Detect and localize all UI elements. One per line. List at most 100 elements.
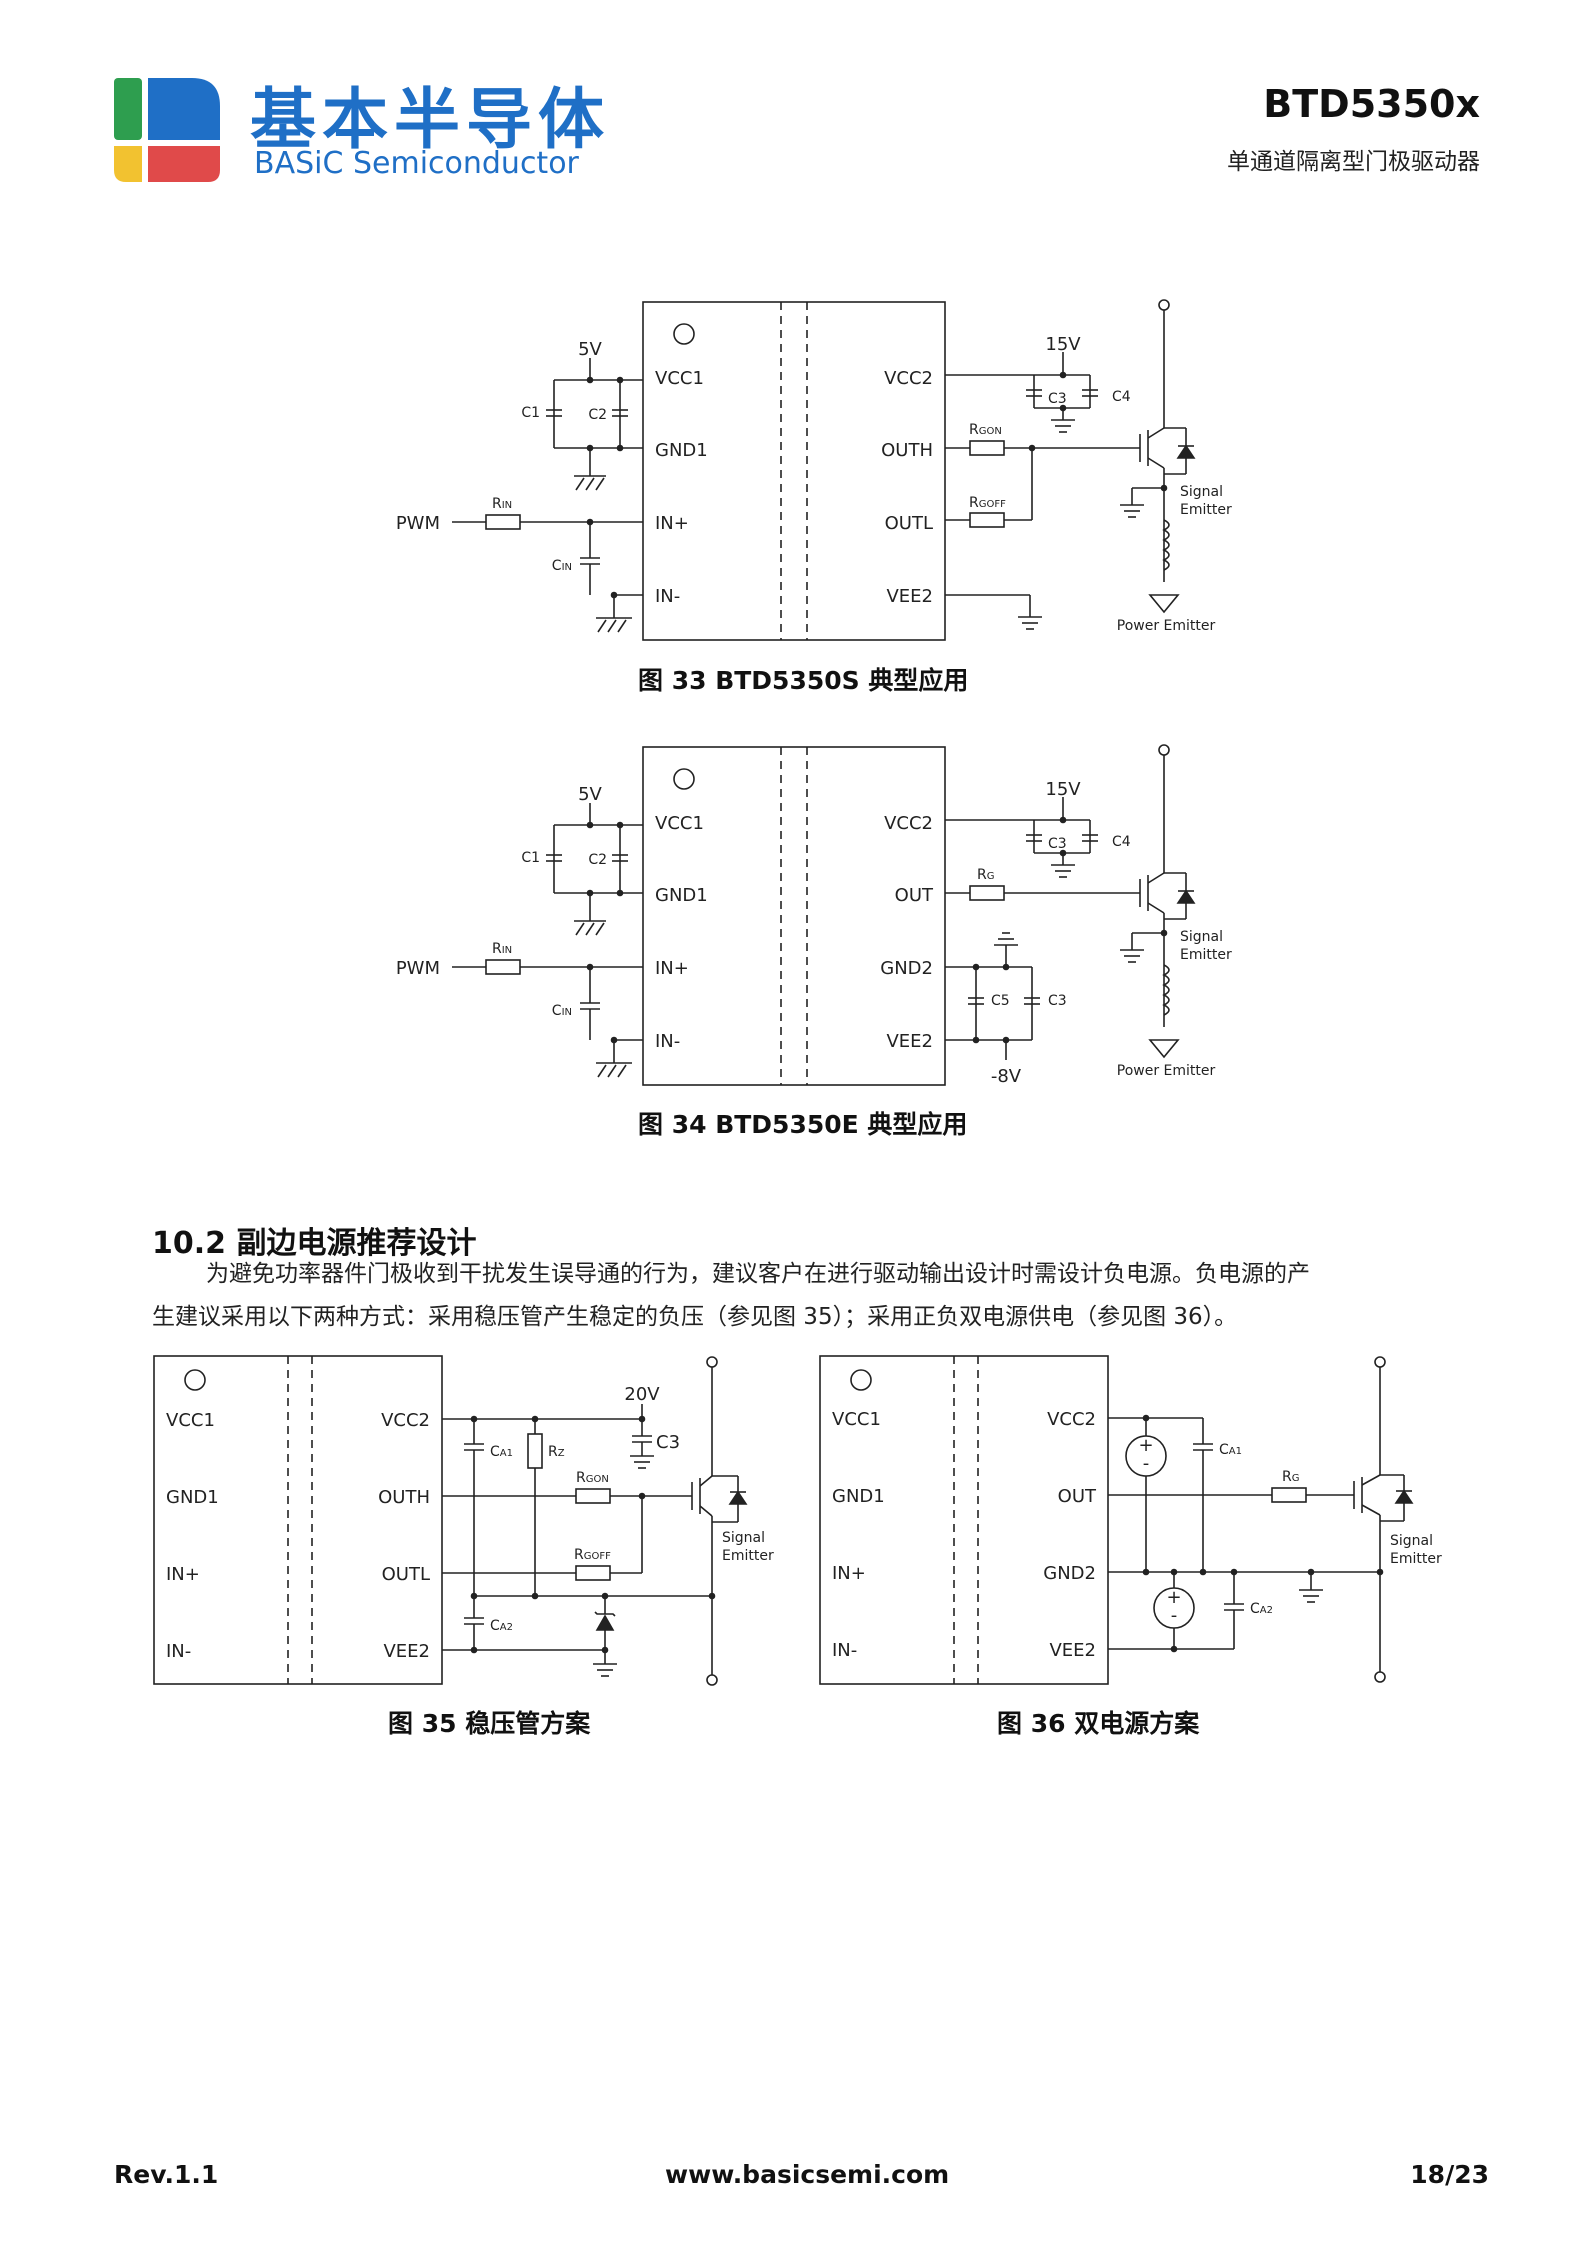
fig35-label-c3: C3 bbox=[656, 1432, 680, 1453]
fig33-label-cin: CIN bbox=[552, 558, 572, 574]
fig35-label-rgoff: RGOFF bbox=[574, 1547, 611, 1563]
company-logo-icon bbox=[114, 78, 220, 182]
fig33-label-5v: 5V bbox=[578, 339, 602, 360]
fig36-pin-gnd1: GND1 bbox=[832, 1486, 885, 1507]
figure-35-schematic: VCC1 GND1 IN+ IN- VCC2 OUTH OUTL VEE2 bbox=[153, 1355, 774, 1686]
fig33-label-rgoff: RGOFF bbox=[969, 495, 1006, 511]
fig33-pin-vcc2: VCC2 bbox=[884, 368, 933, 389]
fig35-pin-outl: OUTL bbox=[382, 1564, 430, 1585]
fig34-label-signal: Signal bbox=[1180, 929, 1223, 945]
fig36-label-signal: Signal bbox=[1390, 1533, 1433, 1549]
fig34-pin-vee2: VEE2 bbox=[886, 1031, 933, 1052]
fig33-label-pwm: PWM bbox=[396, 513, 440, 534]
paragraph-line-2: 生建议采用以下两种方式：采用稳压管产生稳定的负压（参见图 35）；采用正负双电源… bbox=[152, 1304, 1238, 1330]
fig34-label-c4: C4 bbox=[1112, 834, 1131, 850]
fig36-pin-in-plus: IN+ bbox=[832, 1563, 866, 1584]
footer-page-number: 18/23 bbox=[1410, 2160, 1489, 2189]
fig33-label-c2: C2 bbox=[588, 407, 607, 423]
fig35-label-20v: 20V bbox=[624, 1384, 660, 1405]
logo-chinese-text: 基本半导体 bbox=[250, 81, 610, 158]
fig34-pin-in-minus: IN- bbox=[655, 1031, 680, 1052]
footer-website-link[interactable]: www.basicsemi.com bbox=[665, 2160, 950, 2189]
fig33-pin-in-minus: IN- bbox=[655, 586, 680, 607]
fig35-pin-vee2: VEE2 bbox=[383, 1641, 430, 1662]
fig34-label-emitter: Emitter bbox=[1180, 947, 1232, 963]
fig36-pin-out: OUT bbox=[1058, 1486, 1097, 1507]
fig33-label-15v: 15V bbox=[1045, 334, 1081, 355]
fig33-pin-outh: OUTH bbox=[881, 440, 933, 461]
fig33-label-c1: C1 bbox=[521, 405, 540, 421]
fig34-label-rin: RIN bbox=[492, 941, 512, 957]
fig33-label-c3: C3 bbox=[1048, 391, 1067, 407]
fig34-label-c2: C2 bbox=[588, 852, 607, 868]
fig35-pin-vcc1: VCC1 bbox=[166, 1410, 215, 1431]
fig34-pin-vcc1: VCC1 bbox=[655, 813, 704, 834]
fig35-label-rgon: RGON bbox=[576, 1470, 609, 1486]
logo-english-text: BASiC Semiconductor bbox=[254, 146, 579, 181]
figure-33-schematic: VCC1 GND1 IN+ IN- VCC2 OUTH OUTL VEE2 5V… bbox=[396, 299, 1232, 641]
fig33-label-rin: RIN bbox=[492, 496, 512, 512]
fig35-label-ca1: CA1 bbox=[490, 1444, 513, 1460]
fig34-label-c3: C3 bbox=[1048, 836, 1067, 852]
fig34-label-c3b: C3 bbox=[1048, 993, 1067, 1009]
fig34-label-c5: C5 bbox=[991, 993, 1010, 1009]
paragraph-line-1: 为避免功率器件门极收到干扰发生误导通的行为，建议客户在进行驱动输出设计时需设计负… bbox=[206, 1261, 1310, 1287]
fig36-pin-vcc2: VCC2 bbox=[1047, 1409, 1096, 1430]
fig33-label-emitter: Emitter bbox=[1180, 502, 1232, 518]
fig36-pin-vcc1: VCC1 bbox=[832, 1409, 881, 1430]
fig34-pin-gnd2: GND2 bbox=[880, 958, 933, 979]
fig34-pin-out: OUT bbox=[895, 885, 934, 906]
fig36-label-emitter: Emitter bbox=[1390, 1551, 1442, 1567]
fig33-label-c4: C4 bbox=[1112, 389, 1131, 405]
fig35-pin-in-minus: IN- bbox=[166, 1641, 191, 1662]
fig35-label-emitter: Emitter bbox=[722, 1548, 774, 1564]
fig34-pin-gnd1: GND1 bbox=[655, 885, 708, 906]
fig36-label-rg: RG bbox=[1282, 1469, 1299, 1485]
fig34-label-c1: C1 bbox=[521, 850, 540, 866]
fig35-label-rz: RZ bbox=[548, 1444, 565, 1460]
product-subtitle: 单通道隔离型门极驱动器 bbox=[1227, 149, 1480, 175]
fig36-source-upper-plus: + bbox=[1138, 1435, 1153, 1456]
fig33-pin-vee2: VEE2 bbox=[886, 586, 933, 607]
footer-revision: Rev.1.1 bbox=[114, 2160, 219, 2189]
figure-34-caption: 图 34 BTD5350E 典型应用 bbox=[638, 1110, 968, 1139]
fig36-label-ca1: CA1 bbox=[1219, 1442, 1242, 1458]
fig33-pin-in-plus: IN+ bbox=[655, 513, 689, 534]
fig36-pin-vee2: VEE2 bbox=[1049, 1640, 1096, 1661]
fig35-label-ca2: CA2 bbox=[490, 1618, 513, 1634]
fig35-pin-in-plus: IN+ bbox=[166, 1564, 200, 1585]
section-title: 10.2 副边电源推荐设计 bbox=[152, 1226, 477, 1261]
fig34-label-rg: RG bbox=[977, 867, 994, 883]
fig33-pin-vcc1: VCC1 bbox=[655, 368, 704, 389]
fig36-source-upper-minus: - bbox=[1143, 1453, 1150, 1474]
figure-33-caption: 图 33 BTD5350S 典型应用 bbox=[638, 666, 969, 695]
fig33-label-signal: Signal bbox=[1180, 484, 1223, 500]
fig34-label-pwm: PWM bbox=[396, 958, 440, 979]
fig36-source-lower-minus: - bbox=[1171, 1605, 1178, 1626]
fig36-source-lower-plus: + bbox=[1166, 1587, 1181, 1608]
fig34-label-minus8v: -8V bbox=[991, 1066, 1022, 1087]
fig33-pin-outl: OUTL bbox=[885, 513, 933, 534]
fig35-pin-outh: OUTH bbox=[378, 1487, 430, 1508]
figure-34-schematic: VCC1 GND1 IN+ IN- VCC2 OUT GND2 VEE2 5V … bbox=[396, 744, 1232, 1087]
fig33-label-power-emitter: Power Emitter bbox=[1117, 618, 1216, 634]
figure-36-caption: 图 36 双电源方案 bbox=[997, 1709, 1200, 1738]
fig34-label-5v: 5V bbox=[578, 784, 602, 805]
fig36-label-ca2: CA2 bbox=[1250, 1601, 1273, 1617]
figure-36-schematic: VCC1 GND1 IN+ IN- VCC2 OUT GND2 VEE2 + bbox=[819, 1355, 1442, 1685]
product-title: BTD5350x bbox=[1263, 82, 1480, 126]
fig35-pin-gnd1: GND1 bbox=[166, 1487, 219, 1508]
fig34-pin-in-plus: IN+ bbox=[655, 958, 689, 979]
fig36-pin-in-minus: IN- bbox=[832, 1640, 857, 1661]
fig36-pin-gnd2: GND2 bbox=[1043, 1563, 1096, 1584]
fig34-label-cin: CIN bbox=[552, 1003, 572, 1019]
fig34-pin-vcc2: VCC2 bbox=[884, 813, 933, 834]
fig33-label-rgon: RGON bbox=[969, 422, 1002, 438]
fig34-label-15v: 15V bbox=[1045, 779, 1081, 800]
section-paragraph: 为避免功率器件门极收到干扰发生误导通的行为，建议客户在进行驱动输出设计时需设计负… bbox=[152, 1253, 1452, 1339]
figure-35-caption: 图 35 稳压管方案 bbox=[388, 1709, 591, 1738]
fig35-pin-vcc2: VCC2 bbox=[381, 1410, 430, 1431]
fig34-label-power-emitter: Power Emitter bbox=[1117, 1063, 1216, 1079]
fig33-pin-gnd1: GND1 bbox=[655, 440, 708, 461]
fig35-label-signal: Signal bbox=[722, 1530, 765, 1546]
